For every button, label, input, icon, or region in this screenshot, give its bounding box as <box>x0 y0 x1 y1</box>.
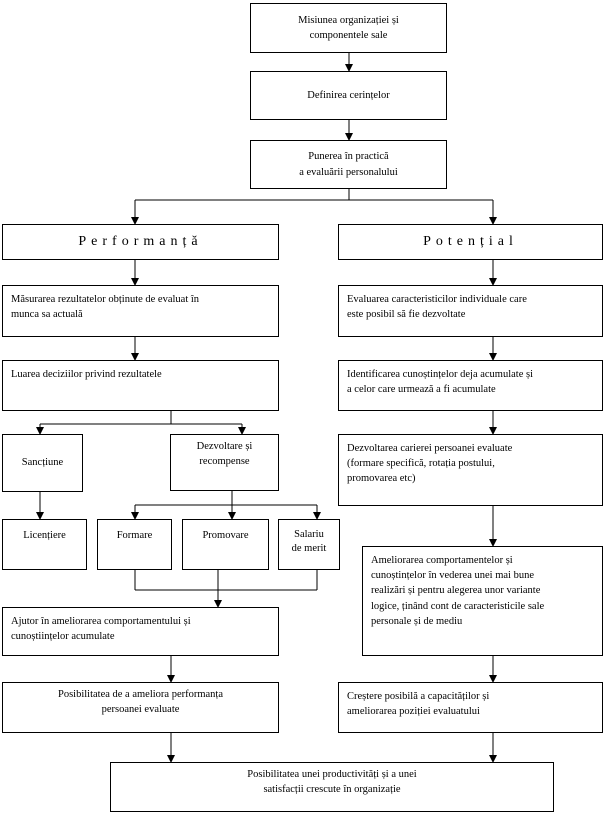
box-final-outcome: Posibilitatea unei productivități și a u… <box>110 762 554 812</box>
box-requirements: Definirea cerințelor <box>250 71 447 120</box>
box-possibility-improve: Posibilitatea de a ameliora performanța … <box>2 682 279 733</box>
box-evaluate-characteristics: Evaluarea caracteristicilor individuale … <box>338 285 603 337</box>
box-decisions: Luarea deciziilor privind rezultatele <box>2 360 279 411</box>
box-sanction: Sancțiune <box>2 434 83 492</box>
box-performance: Performanță <box>2 224 279 260</box>
box-identify-knowledge: Identificarea cunoștințelor deja acumula… <box>338 360 603 411</box>
box-capacity-growth: Creștere posibilă a capacităților și ame… <box>338 682 603 733</box>
box-dismissal: Licențiere <box>2 519 87 570</box>
box-potential: Potențial <box>338 224 603 260</box>
box-mission: Misiunea organizației și componentele sa… <box>250 3 447 53</box>
box-development-rewards: Dezvoltare și recompense <box>170 434 279 491</box>
box-training: Formare <box>97 519 172 570</box>
box-measure-results: Măsurarea rezultatelor obținute de evalu… <box>2 285 279 337</box>
box-implementation: Punerea în practică a evaluării personal… <box>250 140 447 189</box>
box-promotion: Promovare <box>182 519 269 570</box>
box-help-improve: Ajutor în ameliorarea comportamentului ș… <box>2 607 279 656</box>
box-merit-salary: Salariu de merit <box>278 519 340 570</box>
box-career-development: Dezvoltarea carierei persoanei evaluate … <box>338 434 603 506</box>
box-improve-behaviors: Ameliorarea comportamentelor și cunoștin… <box>362 546 603 656</box>
